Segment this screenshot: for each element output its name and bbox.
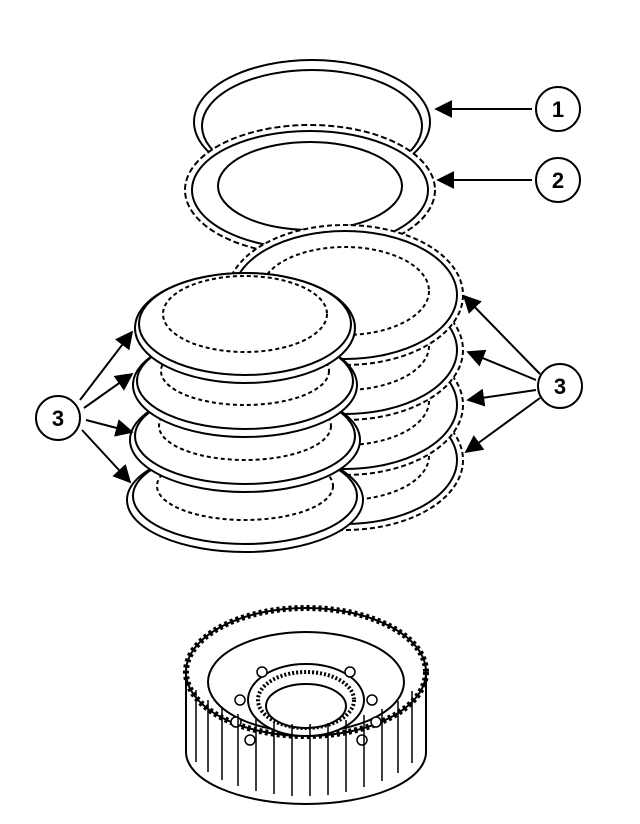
callout-1-label: 1 (552, 97, 564, 122)
arrow-callout-3-left-d (81, 429, 132, 484)
arrow-callout-3-right-d (464, 397, 541, 454)
arrow-callout-3-left-a (79, 330, 134, 401)
backing-plate (184, 124, 436, 256)
arrow-callout-3-left-c (85, 419, 134, 437)
callout-3-right-label: 3 (554, 374, 566, 399)
callout-3-left-label: 3 (52, 406, 64, 431)
leader-arrows (79, 100, 541, 484)
arrow-callout-3-right-a (462, 294, 541, 375)
callout-2: 2 (535, 157, 581, 203)
clutch-drum (183, 605, 429, 805)
callout-3-right: 3 (537, 363, 583, 409)
callout-2-label: 2 (552, 168, 564, 193)
arrow-callout-3-right-c (466, 388, 537, 407)
drum-teeth (195, 690, 413, 796)
arrow-callout-3-right-b (466, 349, 537, 381)
callout-1: 1 (535, 86, 581, 132)
arrow-callout-3-left-b (83, 372, 134, 409)
callout-3-left: 3 (35, 395, 81, 441)
drum-holes (230, 666, 382, 746)
clutch-plates-left-stack (126, 272, 364, 553)
